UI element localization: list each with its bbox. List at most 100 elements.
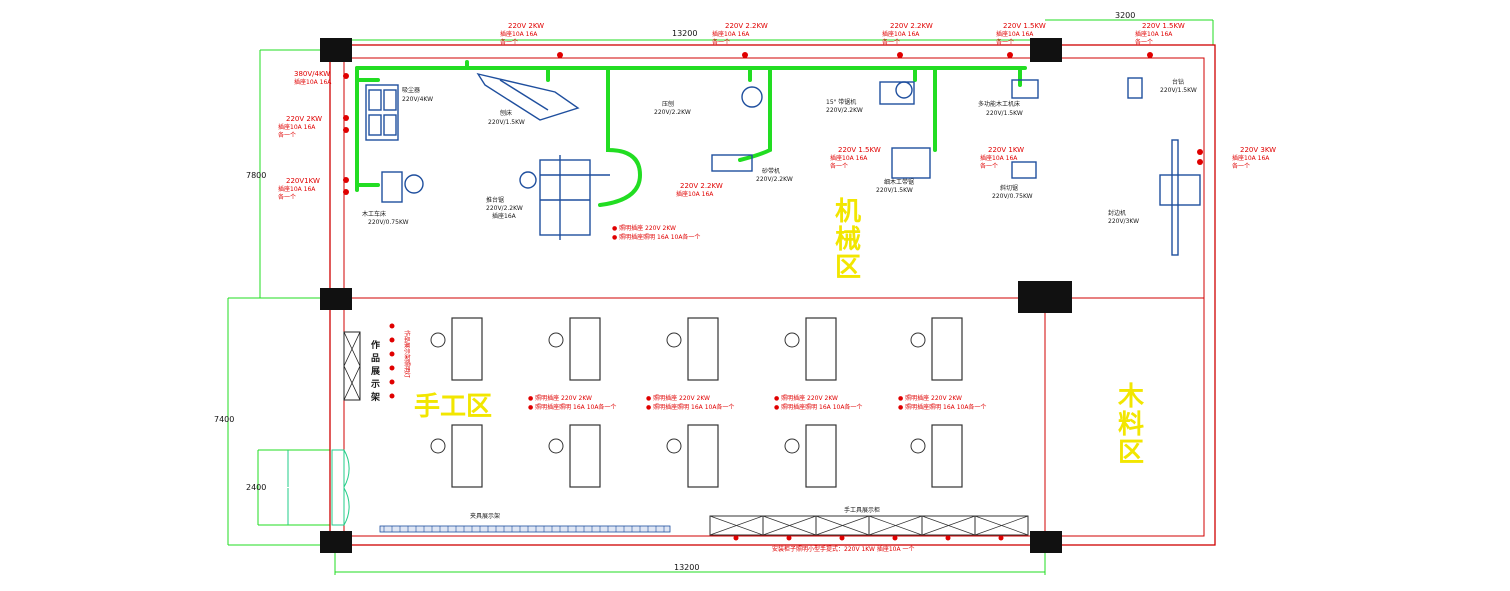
machine-outlet-2: 220V 1.5KW 插座10A 16A 各一个 — [830, 146, 881, 170]
svg-text:220V 1.5KW: 220V 1.5KW — [1142, 22, 1185, 30]
svg-text:插座10A 16A: 插座10A 16A — [712, 30, 750, 38]
dust-pipes — [355, 60, 1027, 207]
svg-text:● 照明插座照明 16A 10A各一个: ● 照明插座照明 16A 10A各一个 — [646, 403, 734, 411]
svg-text:插座10A 16A: 插座10A 16A — [278, 123, 316, 131]
machine-outlet-3: 220V 1KW 插座10A 16A 各一个 — [980, 146, 1024, 170]
svg-text:● 照明插座 220V 2KW: ● 照明插座 220V 2KW — [774, 394, 838, 402]
machine-jointer: 刨床 220V/1.5KW — [476, 72, 580, 126]
zone-machine-label-1: 机 — [835, 197, 861, 227]
columns — [320, 38, 1072, 553]
left-outlet-3: 220V1KW 插座10A 16A 各一个 — [278, 177, 320, 201]
machine-bandsaw: 15" 带锯机 220V/2.2KW — [826, 81, 915, 114]
rack-label: 夹具展示架 — [470, 512, 500, 520]
svg-text:220V 2KW: 220V 2KW — [286, 115, 322, 123]
svg-text:220V 2KW: 220V 2KW — [508, 22, 544, 30]
svg-text:15" 带锯机: 15" 带锯机 — [826, 98, 856, 106]
svg-text:刨床: 刨床 — [500, 109, 512, 117]
dim-left-upper: 7800 — [246, 171, 266, 180]
zone-wood-label-3: 区 — [1118, 438, 1144, 468]
svg-text:各一个: 各一个 — [278, 131, 296, 139]
machine-outlet-dots — [1197, 149, 1203, 165]
svg-text:插座10A 16A: 插座10A 16A — [1232, 154, 1270, 162]
svg-text:220V/1.5KW: 220V/1.5KW — [986, 110, 1023, 117]
machine-multifunction: 多功能木工机床 220V/1.5KW — [978, 79, 1039, 117]
svg-text:220V/0.75KW: 220V/0.75KW — [368, 219, 409, 226]
top-outlet-3: 220V 2.2KW 插座10A 16A 各一个 — [882, 22, 933, 46]
machine-planer: 压刨 220V/2.2KW — [654, 86, 763, 116]
svg-text:220V/0.75KW: 220V/0.75KW — [992, 193, 1033, 200]
bench-note-4: ● 照明插座 220V 2KW ● 照明插座照明 16A 10A各一个 — [898, 394, 986, 411]
left-outlet-1: 380V/4KW 插座10A 16A — [294, 70, 332, 86]
zone-wood-label-2: 料 — [1118, 410, 1144, 440]
svg-text:● 照明插座照明 16A 10A各一个: ● 照明插座照明 16A 10A各一个 — [528, 403, 616, 411]
left-outlet-2: 220V 2KW 插座10A 16A 各一个 — [278, 115, 322, 139]
svg-text:台钻: 台钻 — [1172, 78, 1184, 86]
svg-text:各一个: 各一个 — [1135, 38, 1153, 46]
top-outlet-2: 220V 2.2KW 插座10A 16A 各一个 — [712, 22, 768, 46]
svg-text:各一个: 各一个 — [882, 38, 900, 46]
display-rack: 作 品 展 示 架 作品展示架照明灯 — [343, 323, 411, 403]
svg-text:压刨: 压刨 — [662, 100, 674, 108]
svg-text:220V 1.5KW: 220V 1.5KW — [1003, 22, 1046, 30]
svg-text:细木工带锯: 细木工带锯 — [884, 178, 914, 186]
svg-text:多功能木工机床: 多功能木工机床 — [978, 100, 1020, 108]
svg-text:推台锯: 推台锯 — [486, 196, 504, 204]
svg-text:各一个: 各一个 — [830, 162, 848, 170]
svg-text:插座10A 16A: 插座10A 16A — [278, 185, 316, 193]
svg-text:插座10A 16A: 插座10A 16A — [1135, 30, 1173, 38]
machine-table-saw: 推台锯 220V/2.2KW 插座16A — [486, 155, 610, 240]
svg-text:展: 展 — [371, 366, 380, 377]
bench-note-3: ● 照明插座 220V 2KW ● 照明插座照明 16A 10A各一个 — [774, 394, 862, 411]
svg-text:220V/3KW: 220V/3KW — [1108, 218, 1139, 225]
machine-scroll-saw: 细木工带锯 220V/1.5KW — [876, 147, 931, 194]
machine-drill-press: 台钻 220V/1.5KW — [1127, 77, 1197, 99]
dim-top: 13200 — [672, 29, 697, 38]
svg-text:220V 1KW: 220V 1KW — [988, 146, 1024, 154]
svg-text:220V 2.2KW: 220V 2.2KW — [680, 182, 723, 190]
svg-text:220V 2.2KW: 220V 2.2KW — [725, 22, 768, 30]
tool-cabinet-label: 手工具展示柜 — [844, 506, 880, 514]
svg-text:● 照明插座 220V 2KW: ● 照明插座 220V 2KW — [898, 394, 962, 402]
svg-text:220V1KW: 220V1KW — [286, 177, 320, 185]
top-outlet-5: 220V 1.5KW 插座10A 16A 各一个 — [1135, 22, 1185, 46]
svg-text:● 照明插座 220V 2KW: ● 照明插座 220V 2KW — [528, 394, 592, 402]
machine-belt-sander: 砂带机 220V/2.2KW — [711, 154, 793, 183]
svg-text:220V/1.5KW: 220V/1.5KW — [1160, 87, 1197, 94]
svg-text:各一个: 各一个 — [980, 162, 998, 170]
svg-text:插座16A: 插座16A — [492, 212, 517, 220]
svg-text:● 照明插座照明 16A 10A各一个: ● 照明插座照明 16A 10A各一个 — [774, 403, 862, 411]
bench-note-2: ● 照明插座 220V 2KW ● 照明插座照明 16A 10A各一个 — [646, 394, 734, 411]
svg-text:插座10A 16A: 插座10A 16A — [294, 78, 332, 86]
top-outlet-1: 220V 2KW 插座10A 16A 各一个 — [500, 22, 544, 46]
bottom-outlet-dots — [733, 535, 1004, 541]
dim-door: 2400 — [246, 483, 266, 492]
svg-text:砂带机: 砂带机 — [762, 167, 780, 175]
svg-text:220V/2.2KW: 220V/2.2KW — [826, 107, 863, 114]
svg-text:示: 示 — [371, 379, 380, 390]
svg-text:插座10A 16A: 插座10A 16A — [882, 30, 920, 38]
machine-edge-bander: 封边机 220V/3KW — [1108, 139, 1201, 256]
display-light-label: 作品展示架照明灯 — [403, 330, 411, 378]
machine-miter-saw: 斜切锯 220V/0.75KW — [992, 161, 1037, 200]
svg-text:各一个: 各一个 — [278, 193, 296, 201]
svg-text:220V/2.2KW: 220V/2.2KW — [486, 205, 523, 212]
machine-lathe: 木工车床 220V/0.75KW — [362, 171, 424, 226]
svg-text:插座10A 16A: 插座10A 16A — [996, 30, 1034, 38]
machine-outlet-1: 220V 2.2KW 插座10A 16A — [676, 182, 723, 198]
svg-text:220V/4KW: 220V/4KW — [402, 96, 433, 103]
svg-text:各一个: 各一个 — [500, 38, 518, 46]
dim-bottom: 13200 — [674, 563, 699, 572]
machine-dust-collector: 吸尘器 220V/4KW — [365, 84, 433, 141]
svg-text:封边机: 封边机 — [1108, 209, 1126, 217]
zone-machine-label-2: 械 — [835, 225, 861, 255]
zone-manual-label: 手工区 — [414, 392, 492, 422]
bench-note-1: ● 照明插座 220V 2KW ● 照明插座照明 16A 10A各一个 — [528, 394, 616, 411]
svg-text:各一个: 各一个 — [712, 38, 730, 46]
machine-outlet-4: 220V 3KW 插座10A 16A 各一个 — [1232, 146, 1276, 170]
svg-text:220V/1.5KW: 220V/1.5KW — [488, 119, 525, 126]
svg-text:木工车床: 木工车床 — [362, 210, 386, 218]
svg-text:插座10A 16A: 插座10A 16A — [830, 154, 868, 162]
dim-left-lower: 7400 — [214, 415, 234, 424]
svg-text:品: 品 — [371, 353, 380, 364]
